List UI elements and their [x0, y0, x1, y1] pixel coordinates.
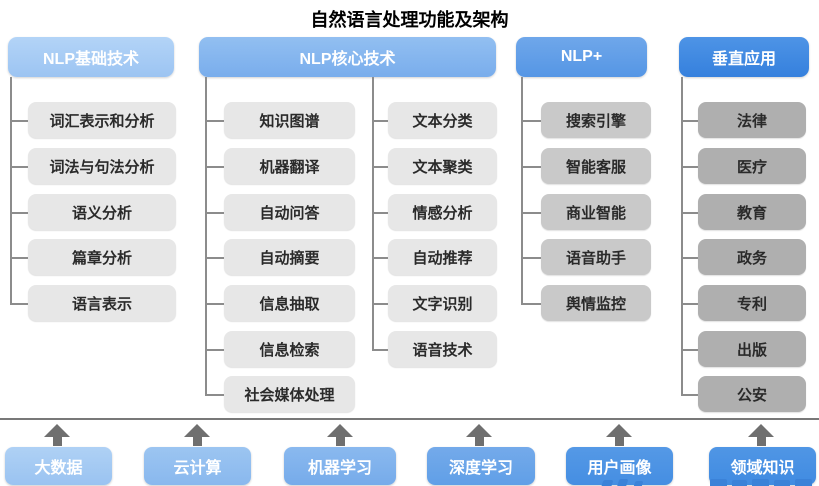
- tree-item: 智能客服: [521, 148, 651, 184]
- tree-item: 法律: [681, 102, 806, 138]
- foundation-box-cloud-computing: 云计算: [144, 447, 251, 485]
- foundation-box-deep-learning: 深度学习: [427, 447, 535, 485]
- tree-item: 教育: [681, 194, 806, 230]
- tree-item: 政务: [681, 239, 806, 275]
- header-nlp-core-tech: NLP核心技术: [199, 37, 496, 77]
- tree-item: 自动问答: [205, 194, 355, 230]
- tree-item: 自动摘要: [205, 239, 355, 275]
- connector-line-basic: [10, 77, 12, 303]
- up-arrow-icon: [605, 424, 633, 446]
- tree-item: 语音助手: [521, 239, 651, 275]
- tree-item: 社会媒体处理: [205, 376, 355, 412]
- connector-line-nlp-plus: [521, 77, 523, 303]
- tree-item: 语音技术: [372, 331, 497, 367]
- foundation-separator-line: [0, 418, 819, 420]
- foundation-box-user-profile: 用户画像: [566, 447, 673, 485]
- foundation-box-big-data: 大数据: [5, 447, 112, 485]
- tree-item: 公安: [681, 376, 806, 412]
- connector-line-core-left: [205, 77, 207, 394]
- tree-item: 语言表示: [10, 285, 176, 321]
- tree-item: 舆情监控: [521, 285, 651, 321]
- tree-item: 篇章分析: [10, 239, 176, 275]
- connector-line-vertical: [681, 77, 683, 394]
- tree-item: 文字识别: [372, 285, 497, 321]
- tree-item: 搜索引擎: [521, 102, 651, 138]
- up-arrow-icon: [43, 424, 71, 446]
- tree-item: 词法与句法分析: [10, 148, 176, 184]
- tree-item: 信息抽取: [205, 285, 355, 321]
- tree-item: 商业智能: [521, 194, 651, 230]
- tree-item: 机器翻译: [205, 148, 355, 184]
- header-vertical-apps: 垂直应用: [679, 37, 809, 77]
- tree-item: 出版: [681, 331, 806, 367]
- tree-item: 词汇表示和分析: [10, 102, 176, 138]
- up-arrow-icon: [183, 424, 211, 446]
- tree-item: 文本分类: [372, 102, 497, 138]
- foundation-box-machine-learning: 机器学习: [284, 447, 396, 485]
- tree-item: 自动推荐: [372, 239, 497, 275]
- diagram-title: 自然语言处理功能及架构: [310, 10, 509, 30]
- tree-item: 情感分析: [372, 194, 497, 230]
- header-nlp-basic-tech: NLP基础技术: [8, 37, 174, 77]
- tree-item: 知识图谱: [205, 102, 355, 138]
- tree-item: 信息检索: [205, 331, 355, 367]
- foundation-box-domain-knowledge: 领域知识: [709, 447, 816, 485]
- tree-item: 文本聚类: [372, 148, 497, 184]
- tree-item: 医疗: [681, 148, 806, 184]
- watermark-fragment: [598, 477, 819, 486]
- tree-item: 语义分析: [10, 194, 176, 230]
- up-arrow-icon: [326, 424, 354, 446]
- up-arrow-icon: [747, 424, 775, 446]
- up-arrow-icon: [465, 424, 493, 446]
- tree-item: 专利: [681, 285, 806, 321]
- header-nlp-plus: NLP+: [516, 37, 647, 77]
